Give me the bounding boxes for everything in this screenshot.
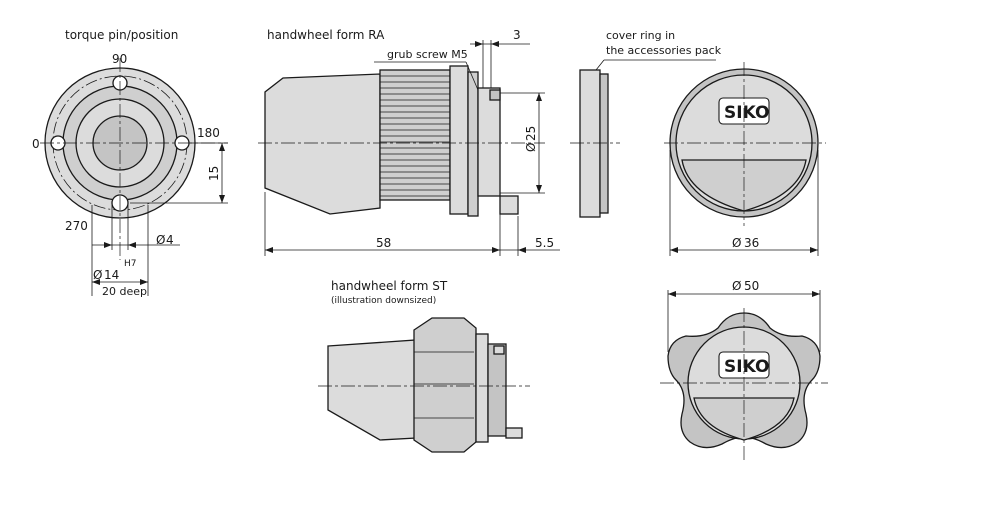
dim-58-arrow-right <box>492 247 500 253</box>
angle-270-label: 270 <box>65 219 88 233</box>
st-hub-body <box>487 343 507 437</box>
dim-d4-arrow-right <box>128 242 136 248</box>
handwheel-st-side-view: handwheel form ST (illustration downsize… <box>318 279 530 453</box>
form-ra-title: handwheel form RA <box>267 28 385 42</box>
dim-5-5-value: 5.5 <box>535 236 554 250</box>
form-st-subtitle: (illustration downsized) <box>331 296 436 306</box>
dim-15-arrow-top <box>219 143 225 151</box>
dim-d50-arrow-right <box>812 291 820 297</box>
hub-step-top <box>489 89 501 101</box>
dim-d14-arrow-right <box>140 279 148 285</box>
dim-d50-value: 50 <box>744 279 759 293</box>
dim-d4-arrow-left <box>104 242 112 248</box>
st-logo-text: SIKO <box>724 357 769 377</box>
dim-d14-diameter-symbol: Ø <box>93 268 102 282</box>
hub-flange <box>467 71 479 217</box>
dim-15-arrow-bottom <box>219 195 225 203</box>
hub-collar <box>449 65 469 215</box>
angle-0-label: 0 <box>32 137 40 151</box>
dim-d25-arrow-bottom <box>536 185 542 193</box>
dim-58-value: 58 <box>376 236 391 250</box>
st-hub-collar <box>475 333 489 443</box>
dim-d36-arrow-right <box>810 247 818 253</box>
grub-screw-leader <box>465 61 479 91</box>
handwheel-ra-front-view: SIKO Ø 36 <box>664 62 826 256</box>
dim-d50-diameter-symbol: Ø <box>732 279 741 293</box>
cover-ring-note-line1: cover ring in <box>606 29 675 42</box>
cover-ring-inner <box>599 73 609 214</box>
dim-58-arrow-left <box>265 247 273 253</box>
cover-ring-view: cover ring in the accessories pack <box>570 29 722 218</box>
cover-ring-leader <box>595 59 605 71</box>
dim-d25-diameter-symbol: Ø <box>524 143 538 152</box>
cover-ring-note-line2: the accessories pack <box>606 44 722 57</box>
dim-d36-value: 36 <box>744 236 759 250</box>
dim-3-arrow-left <box>475 41 483 47</box>
dim-d36-arrow-left <box>670 247 678 253</box>
fit-h7-label: H7 <box>124 259 137 269</box>
st-handle-cap <box>327 339 417 441</box>
hub-body <box>477 87 501 197</box>
form-st-title: handwheel form ST <box>331 279 448 293</box>
handle-cap <box>264 73 381 215</box>
st-star-body <box>413 317 477 453</box>
angle-90-label: 90 <box>112 52 127 66</box>
dim-d14-value: 14 <box>104 268 119 282</box>
dim-d25-value: 25 <box>524 126 538 141</box>
dim-d14-arrow-left <box>92 279 100 285</box>
handwheel-ra-side-view: handwheel form RA <box>258 28 560 256</box>
dim-d4-diameter-symbol: Ø <box>156 233 165 247</box>
angle-180-label: 180 <box>197 126 220 140</box>
dim-3-value: 3 <box>513 28 521 42</box>
handwheel-st-front-view: SIKO Ø 50 <box>660 279 828 460</box>
depth-label: 20 deep <box>102 285 147 298</box>
st-hub-step <box>493 345 505 355</box>
torque-pin-view: torque pin/position 90 0 180 270 15 Ø 4 … <box>32 28 228 298</box>
dim-3-arrow-right <box>491 41 499 47</box>
dim-d25-arrow-top <box>536 93 542 101</box>
dim-d50-arrow-left <box>668 291 676 297</box>
dim-d4-value: 4 <box>166 233 174 247</box>
dim-d36-diameter-symbol: Ø <box>732 236 741 250</box>
dim-5-5-arrow <box>518 247 526 253</box>
knurled-ring <box>379 69 451 201</box>
cover-ring-outer <box>579 69 601 218</box>
torque-pin <box>499 195 519 215</box>
st-body-lines <box>414 351 474 419</box>
st-torque-pin <box>505 427 523 439</box>
ra-logo-text: SIKO <box>724 103 769 123</box>
dim-15-value: 15 <box>207 166 221 181</box>
knurling-lines <box>380 75 450 197</box>
torque-view-title: torque pin/position <box>65 28 178 42</box>
grub-screw-label: grub screw M5 <box>387 48 468 61</box>
